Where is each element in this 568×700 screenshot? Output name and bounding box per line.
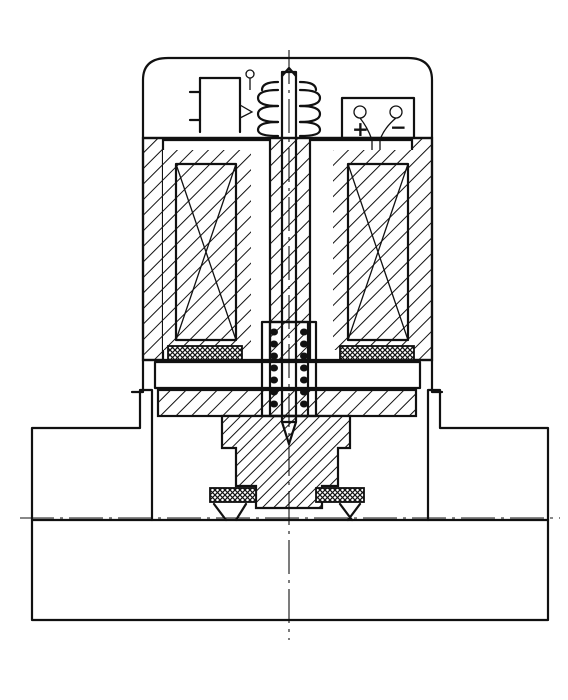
spring-turn xyxy=(300,400,308,408)
magnet-housing xyxy=(141,136,434,362)
spring-turn xyxy=(270,388,278,396)
spring-turn xyxy=(300,364,308,372)
return-spring xyxy=(256,80,322,138)
spring-turn xyxy=(270,376,278,384)
valve-plunger xyxy=(220,414,352,510)
magnet-plate xyxy=(130,358,444,394)
top-cover xyxy=(141,56,434,140)
center-lines xyxy=(20,50,560,640)
seal-right xyxy=(315,487,365,522)
spring-turn xyxy=(300,340,308,348)
spring-turn xyxy=(270,352,278,360)
valve-body xyxy=(30,388,550,622)
coil-left xyxy=(167,162,243,361)
spring-turn xyxy=(270,364,278,372)
spring-turn xyxy=(270,400,278,408)
spring-turn xyxy=(270,328,278,336)
spring-turn xyxy=(300,328,308,336)
armature-plate xyxy=(156,388,418,418)
spring-turn xyxy=(270,340,278,348)
seal-left xyxy=(209,487,257,522)
spring-turn xyxy=(300,376,308,384)
terminal-negative-label: − xyxy=(390,115,407,139)
spring-turn xyxy=(300,352,308,360)
terminal-positive-label: + xyxy=(352,117,369,141)
spring-turn xyxy=(300,388,308,396)
coil-right xyxy=(339,162,415,361)
